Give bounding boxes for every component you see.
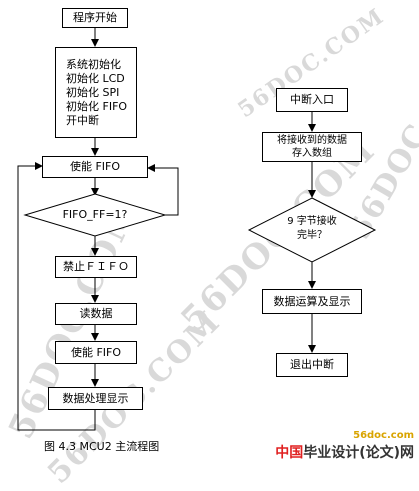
decision-9-bytes [247,197,377,263]
store-data-node: 将接收到的数据 存入数组 [262,132,362,162]
exit-interrupt-node: 退出中断 [276,353,348,377]
init-line-4: 初始化 FIFO [66,99,128,113]
logo-brand-rest: 毕业设计(论文)网 [303,445,414,461]
decision-line-2: 完毕？ [297,230,327,241]
read-data-node: 读数据 [55,303,137,325]
decision-fifo-ff-label: FIFO_FF=1? [62,208,128,221]
start-node: 程序开始 [62,8,128,28]
decision-fifo-ff [23,193,167,237]
process-display-node: 数据处理显示 [48,387,143,410]
interrupt-entry-node: 中断入口 [276,88,348,112]
flowchart-canvas: 56DOC.COM 56DOC.COM 56DOC.COM 56DOC.COM … [1,3,419,491]
logo-brand: 中国毕业设计(论文)网 [275,442,414,462]
init-line-2: 初始化 LCD [66,71,125,85]
connector-lines [17,28,377,431]
enable-fifo-node-1: 使能 FIFO [42,156,148,178]
site-logo: 56doc.com 中国毕业设计(论文)网 [228,430,414,462]
store-line-2: 存入数组 [292,148,332,159]
logo-brand-cn: 中国 [275,445,304,461]
init-line-1: 系统初始化 [66,57,121,71]
enable-fifo-node-2: 使能 FIFO [55,341,137,364]
decision-9-bytes-label: 9 字节接收 完毕？ [262,215,362,243]
decision-line-1: 9 字节接收 [287,216,337,227]
figure-caption: 图 4.3 MCU2 主流程图 [44,440,160,453]
logo-site: 56doc.com [353,430,414,441]
init-block: 系统初始化 初始化 LCD 初始化 SPI 初始化 FIFO 开中断 [55,47,137,138]
disable-fifo-node: 禁止ＦＩＦＯ [55,256,137,278]
init-line-5: 开中断 [66,113,99,127]
store-line-1: 将接收到的数据 [277,135,347,146]
init-line-3: 初始化 SPI [66,85,120,99]
arrow-decision-loop [147,164,179,216]
arrow-main-loop [17,162,96,431]
compute-display-node: 数据运算及显示 [262,289,362,314]
